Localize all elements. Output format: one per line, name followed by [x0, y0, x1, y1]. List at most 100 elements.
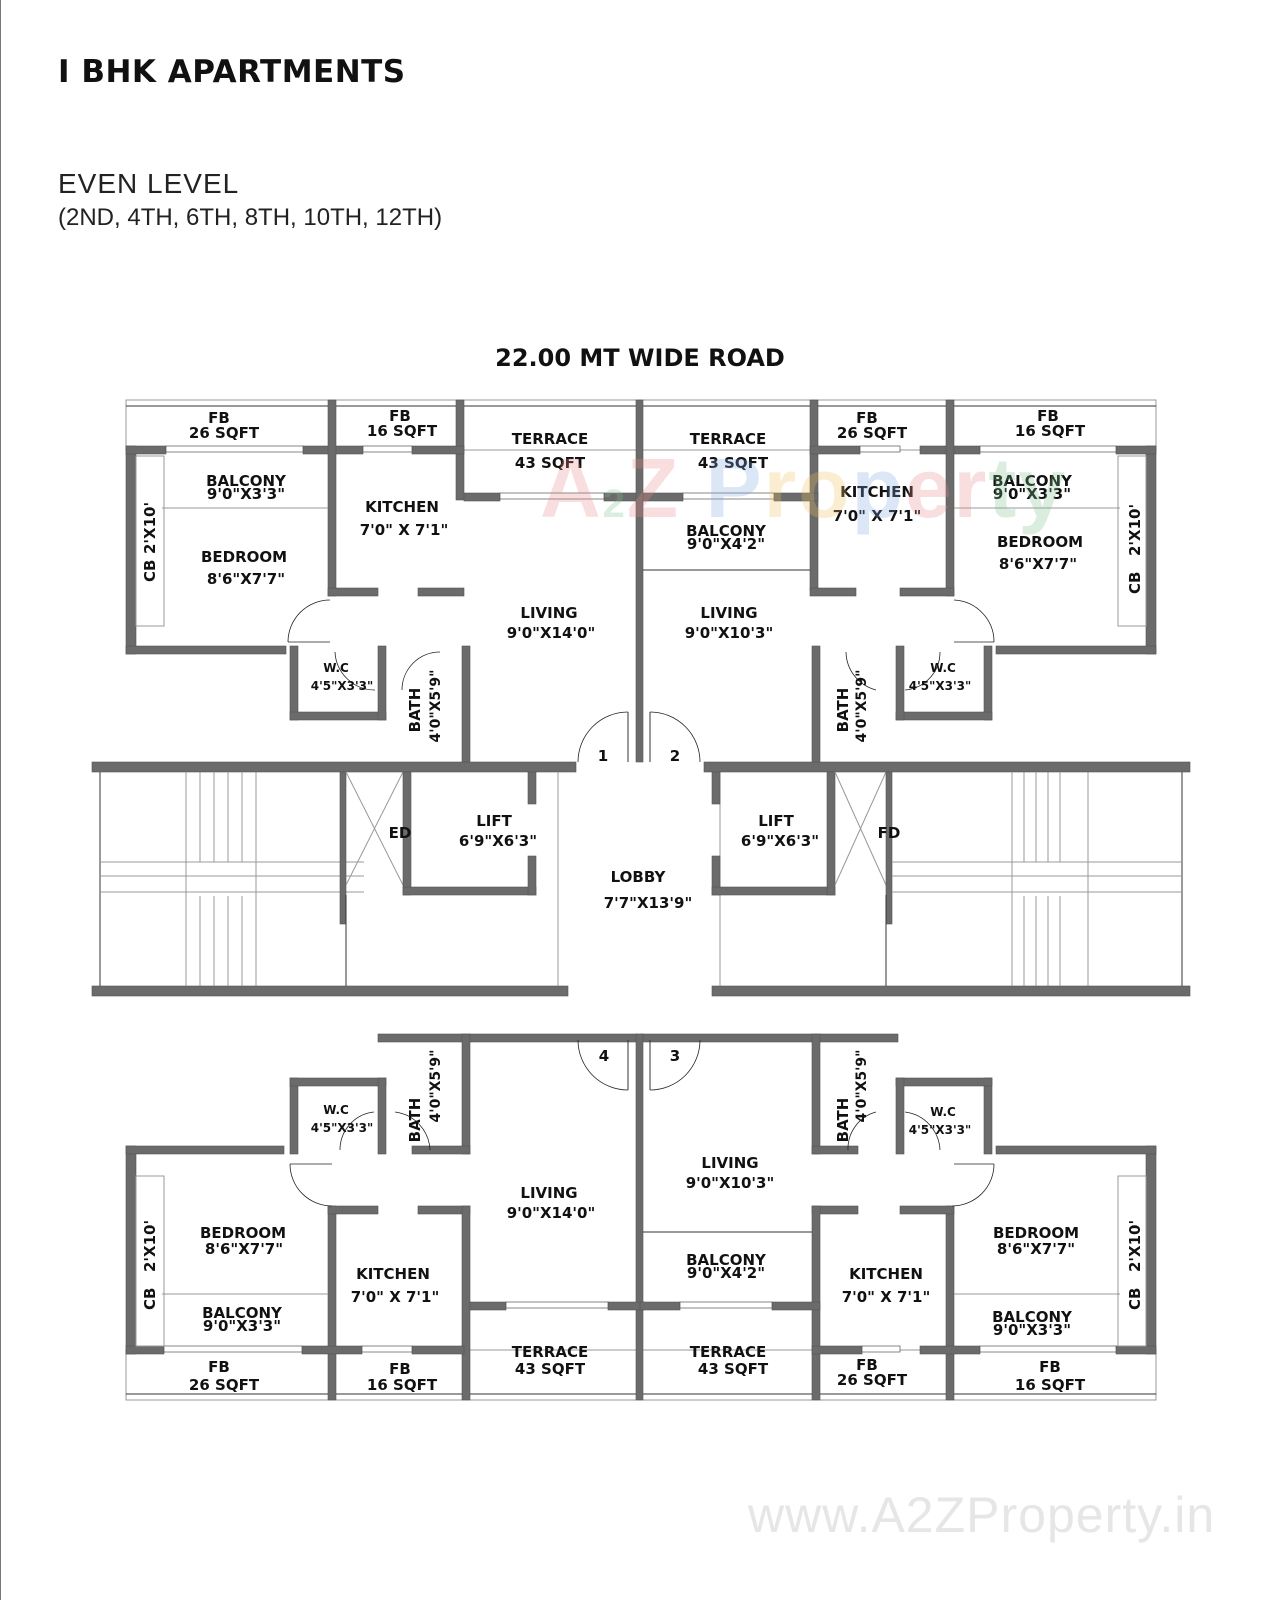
fb-area: 16 SQFT: [1015, 422, 1086, 440]
fb-area: 26 SQFT: [189, 424, 260, 442]
cb-size: 2'X10': [1126, 504, 1144, 556]
flat-number-2: 2: [670, 747, 680, 765]
balcony-size: 9'0"X4'2": [687, 1264, 765, 1282]
wc-label: W.C: [323, 1103, 349, 1117]
terrace-area: 43 SQFT: [515, 454, 586, 472]
kitchen-label: KITCHEN: [356, 1265, 430, 1283]
kitchen-label: KITCHEN: [849, 1265, 923, 1283]
cb-size: 2'X10': [1126, 1220, 1144, 1272]
watermark-pp: p: [851, 441, 905, 535]
fb-area: 26 SQFT: [837, 424, 908, 442]
watermark-e: e: [904, 441, 954, 535]
fb-area: 16 SQFT: [367, 1376, 438, 1394]
bedroom-label: BEDROOM: [997, 533, 1083, 551]
room-labels: FB 26 SQFT FB 16 SQFT TERRACE 43 SQFT BA…: [141, 407, 1144, 1394]
cb-label: CB: [1126, 572, 1144, 594]
terrace-label: TERRACE: [690, 1343, 766, 1361]
top-wing: [125, 399, 1157, 763]
watermark-z: Z: [626, 441, 681, 535]
flat-number-4: 4: [599, 1047, 609, 1065]
terrace-label: TERRACE: [690, 430, 766, 448]
bedroom-size: 8'6"X7'7": [997, 1240, 1075, 1258]
kitchen-size: 7'0" X 7'1": [360, 521, 449, 539]
cb-size: 2'X10': [141, 502, 159, 554]
fb-area: 26 SQFT: [189, 1376, 260, 1394]
duct-fd: FD: [878, 824, 901, 842]
fb-area: 26 SQFT: [837, 1371, 908, 1389]
balcony-label: BALCONY: [202, 1304, 283, 1322]
fb-label: FB: [856, 409, 878, 427]
page-title: I BHK APARTMENTS: [58, 54, 406, 90]
terrace-area: 43 SQFT: [698, 1360, 769, 1378]
balcony-label: BALCONY: [206, 472, 287, 490]
bath-label: BATH: [834, 688, 852, 733]
wc-size: 4'5"X3'3": [311, 1121, 374, 1135]
wc-label: W.C: [930, 1105, 956, 1119]
flat-number-3: 3: [670, 1047, 680, 1065]
wc-size: 4'5"X3'3": [909, 679, 972, 693]
fb-label: FB: [856, 1356, 878, 1374]
terrace-label: TERRACE: [512, 430, 588, 448]
balcony-label: BALCONY: [992, 1308, 1073, 1326]
bath-size: 4'0"X5'9": [854, 670, 870, 743]
lobby-size: 7'7"X13'9": [604, 894, 693, 912]
kitchen-size: 7'0" X 7'1": [351, 1288, 440, 1306]
kitchen-size: 7'0" X 7'1": [842, 1288, 931, 1306]
living-size: 9'0"X14'0": [507, 1204, 596, 1222]
terrace-area: 43 SQFT: [515, 1360, 586, 1378]
bedroom-label: BEDROOM: [201, 548, 287, 566]
cb-label: CB: [141, 1288, 159, 1310]
living-label: LIVING: [701, 1154, 758, 1172]
bath-label: BATH: [406, 688, 424, 733]
wc-size: 4'5"X3'3": [909, 1123, 972, 1137]
living-size: 9'0"X10'3": [685, 624, 774, 642]
bath-size: 4'0"X5'9": [854, 1050, 870, 1123]
balcony-size: 9'0"X3'3": [993, 1321, 1071, 1339]
floors-list: (2ND, 4TH, 6TH, 8TH, 10TH, 12TH): [58, 204, 443, 231]
watermark-a: A: [540, 441, 603, 535]
living-label: LIVING: [700, 604, 757, 622]
watermark-2: 2: [602, 482, 627, 526]
fb-label: FB: [208, 409, 230, 427]
fb-label: FB: [389, 407, 411, 425]
fb-area: 16 SQFT: [367, 422, 438, 440]
living-size: 9'0"X14'0": [507, 624, 596, 642]
kitchen-label: KITCHEN: [365, 498, 439, 516]
balcony-label: BALCONY: [686, 522, 767, 540]
flat-number-1: 1: [598, 747, 608, 765]
watermark-p: P: [705, 441, 764, 535]
lift-label: LIFT: [476, 812, 512, 830]
kitchen-size: 7'0" X 7'1": [833, 507, 922, 525]
cb-size: 2'X10': [141, 1220, 159, 1272]
balcony-size: 9'0"X3'3": [207, 485, 285, 503]
fb-label: FB: [1037, 407, 1059, 425]
terrace-area: 43 SQFT: [698, 454, 769, 472]
balcony-size: 9'0"X3'3": [203, 1317, 281, 1335]
page-border: [0, 0, 1, 1600]
living-label: LIVING: [520, 1184, 577, 1202]
bath-label: BATH: [406, 1098, 424, 1143]
center-watermark: A2Z Property: [540, 440, 1067, 537]
cb-label: CB: [1126, 1288, 1144, 1310]
bath-size: 4'0"X5'9": [428, 1050, 444, 1123]
balcony-size: 9'0"X4'2": [687, 535, 765, 553]
footer-watermark: www.A2ZProperty.in: [748, 1487, 1216, 1543]
road-label: 22.00 MT WIDE ROAD: [495, 344, 785, 372]
bedroom-size: 8'6"X7'7": [205, 1240, 283, 1258]
lobby-label: LOBBY: [611, 868, 667, 886]
wc-label: W.C: [323, 661, 349, 675]
lift-size: 6'9"X6'3": [459, 832, 537, 850]
bath-label: BATH: [834, 1098, 852, 1143]
fb-label: FB: [1039, 1358, 1061, 1376]
watermark-o: o: [798, 441, 852, 535]
living-size: 9'0"X10'3": [686, 1174, 775, 1192]
level-label: EVEN LEVEL: [58, 168, 240, 199]
watermark-t: t: [988, 441, 1019, 535]
balcony-label: BALCONY: [992, 472, 1073, 490]
terrace-label: TERRACE: [512, 1343, 588, 1361]
fb-label: FB: [208, 1358, 230, 1376]
lift-label: LIFT: [758, 812, 794, 830]
wc-size: 4'5"X3'3": [311, 679, 374, 693]
bedroom-size: 8'6"X7'7": [999, 555, 1077, 573]
